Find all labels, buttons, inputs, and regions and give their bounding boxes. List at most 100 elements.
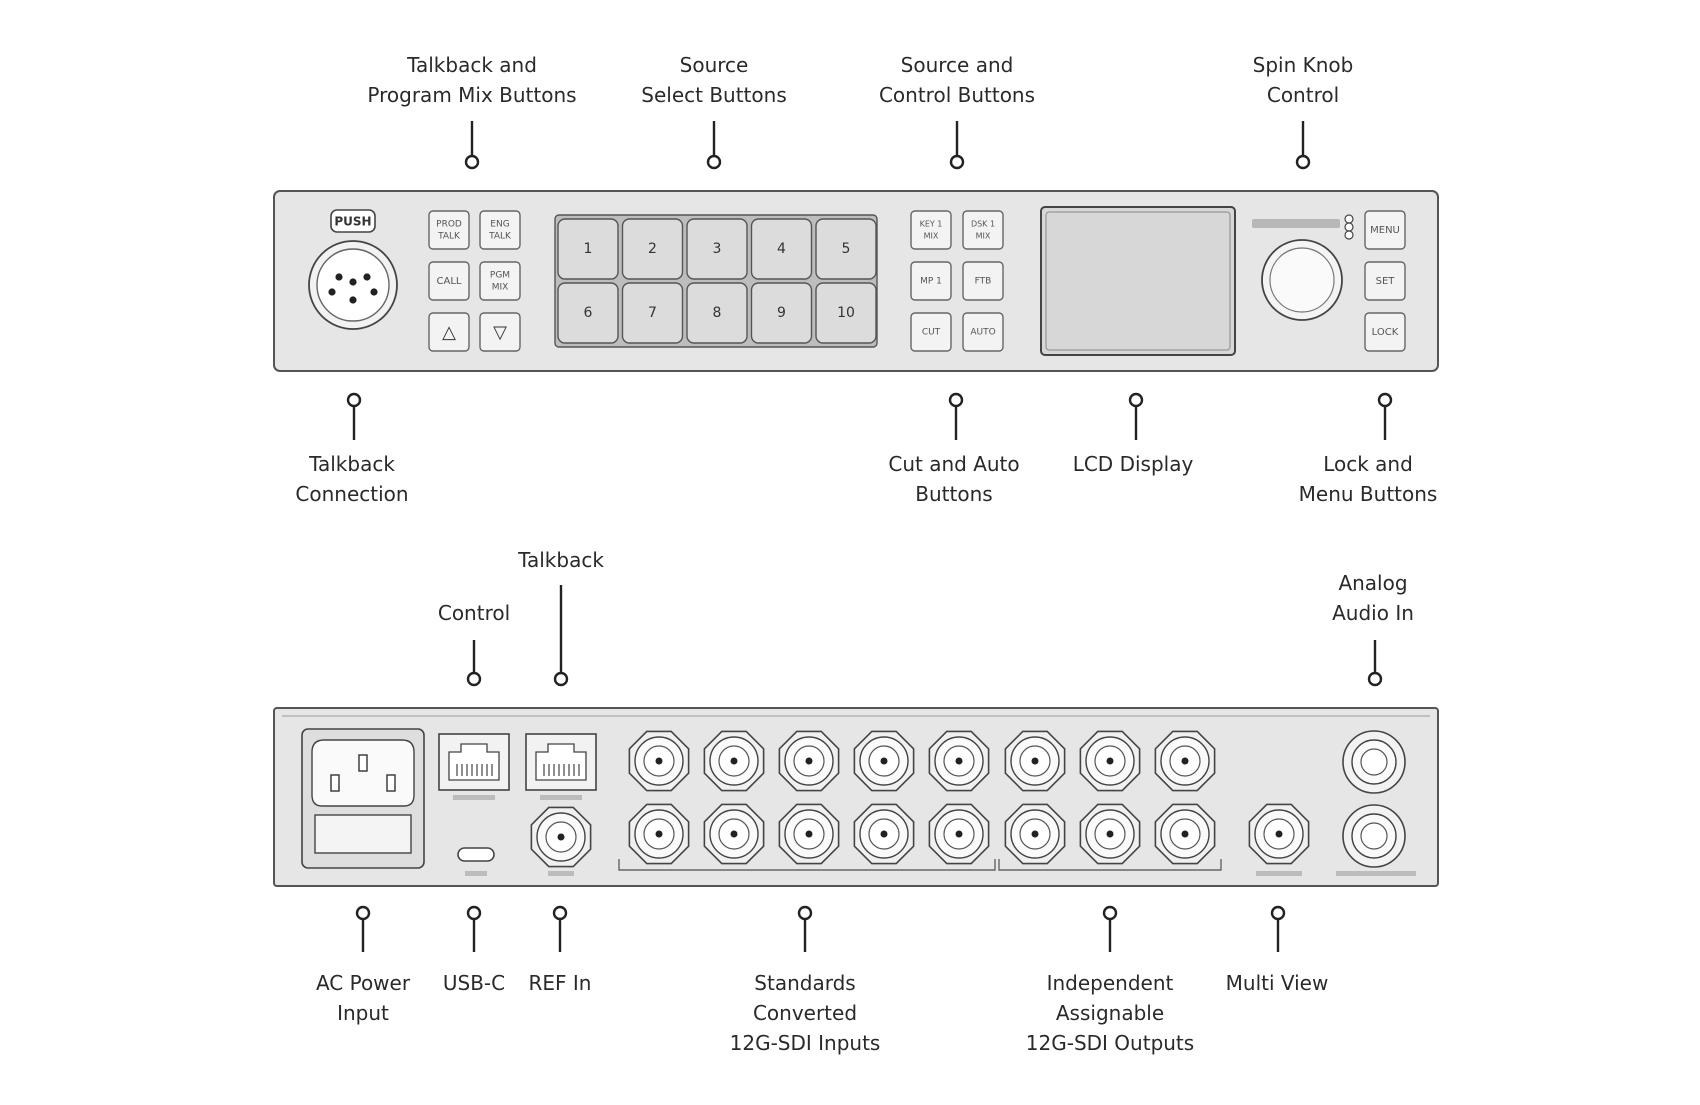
leader-source-control xyxy=(949,121,965,170)
arrow-down-button-face xyxy=(479,312,521,352)
ac-power-switch xyxy=(314,814,412,854)
label-analog-audio-in-line: Analog xyxy=(1338,571,1408,595)
source-button-number: 7 xyxy=(648,305,657,321)
label-sdi-outputs-line: Independent xyxy=(1046,971,1174,995)
control-port xyxy=(438,733,510,800)
menu-button-face xyxy=(1364,312,1406,352)
source-button-face xyxy=(557,282,619,344)
menu-button-face xyxy=(1364,261,1406,301)
sdi-output-bnc-pin xyxy=(1181,757,1189,765)
label-usb-c: USB-C xyxy=(443,968,505,998)
ref-in-print xyxy=(548,871,574,876)
control-button-text: MP 1 xyxy=(920,277,942,287)
talkback-button-text: PROD xyxy=(436,220,462,230)
leader-usb-c xyxy=(466,905,482,952)
label-lcd-display: LCD Display xyxy=(1073,449,1194,479)
control-button-face xyxy=(962,312,1004,352)
menu-button-face xyxy=(1364,210,1406,250)
multi-view-bnc xyxy=(1248,803,1310,865)
xlr-push-tab xyxy=(330,209,376,233)
label-control: Control xyxy=(438,598,510,628)
sdi-output-bnc xyxy=(1079,730,1141,792)
label-ac-power-line: AC Power xyxy=(315,971,411,995)
leader-spin-knob-dot xyxy=(1295,154,1311,170)
sdi-input-bnc xyxy=(928,730,990,792)
source-button-face xyxy=(750,218,813,280)
sdi-input-bnc xyxy=(628,803,690,865)
arrow-down-button-glyph: ▽ xyxy=(493,322,507,343)
leader-source-select xyxy=(706,121,722,170)
sdi-output-bnc-pin xyxy=(1181,830,1189,838)
label-sdi-inputs-line: Standards xyxy=(754,971,856,995)
label-talkback-program-mix-line: Program Mix Buttons xyxy=(367,83,577,107)
sdi-input-bnc-pin xyxy=(805,830,813,838)
leader-usb-c-dot xyxy=(466,905,482,921)
control-button-face xyxy=(910,210,952,250)
control-button-face xyxy=(910,312,952,352)
control-button: CUT xyxy=(910,312,952,352)
control-button-text: AUTO xyxy=(970,328,995,338)
leader-lock-menu-dot xyxy=(1377,392,1393,408)
label-spin-knob-line: Spin Knob xyxy=(1252,53,1354,77)
menu-button-text: MENU xyxy=(1370,225,1400,236)
source-button: 2 xyxy=(621,218,684,280)
label-source-control-line: Source and xyxy=(900,53,1014,77)
leader-talkback-dot xyxy=(553,671,569,687)
label-ref-in-line: REF In xyxy=(528,971,592,995)
multi-view-bnc-pin xyxy=(1275,830,1283,838)
brand-logo-dot xyxy=(1344,230,1354,240)
arrow-down-button: ▽ xyxy=(479,312,521,352)
sdi-input-bnc-pin xyxy=(880,757,888,765)
leader-sdi-outputs-dot xyxy=(1102,905,1118,921)
menu-button: LOCK xyxy=(1364,312,1406,352)
usb-c-print xyxy=(465,871,487,876)
arrow-up-button-face xyxy=(428,312,470,352)
arrow-up-button-glyph: △ xyxy=(442,322,456,343)
label-talkback: Talkback xyxy=(518,545,604,575)
talkback-button-text: ENG xyxy=(490,220,509,230)
leader-cut-auto-dot xyxy=(948,392,964,408)
control-button-text: DSK 1 xyxy=(971,220,995,229)
control-button-text: MIX xyxy=(976,232,991,241)
leader-spin-knob xyxy=(1295,121,1311,170)
source-button: 10 xyxy=(815,282,877,344)
talkback-button-face xyxy=(479,210,521,250)
leader-talkback xyxy=(553,585,569,687)
control-button-text: KEY 1 xyxy=(920,220,943,229)
leader-lcd-display xyxy=(1128,392,1144,440)
source-button-face xyxy=(750,282,813,344)
source-button-number: 4 xyxy=(777,241,786,257)
leader-lock-menu xyxy=(1377,392,1393,440)
source-button: 9 xyxy=(750,282,813,344)
ac-power-input xyxy=(301,728,425,869)
leader-multi-view-dot xyxy=(1270,905,1286,921)
label-spin-knob-line: Control xyxy=(1266,83,1340,107)
source-button-face xyxy=(686,282,748,344)
leader-cut-auto xyxy=(948,392,964,440)
source-button-number: 5 xyxy=(842,241,851,257)
label-cut-auto-line: Buttons xyxy=(915,482,993,506)
label-sdi-inputs-line: Converted xyxy=(752,1001,858,1025)
talkback-button-text: MIX xyxy=(492,283,509,293)
analog-audio-jack-2-hole xyxy=(1360,822,1388,850)
control-port-print xyxy=(453,795,495,800)
label-source-select-line: Select Buttons xyxy=(641,83,787,107)
control-button: FTB xyxy=(962,261,1004,301)
label-multi-view: Multi View xyxy=(1226,968,1329,998)
control-button-face xyxy=(962,261,1004,301)
analog-audio-jack-1-hole xyxy=(1360,748,1388,776)
label-talkback-connection-line: Connection xyxy=(295,482,409,506)
sdi-input-bnc xyxy=(703,730,765,792)
label-sdi-inputs-line: 12G-SDI Inputs xyxy=(729,1031,881,1055)
